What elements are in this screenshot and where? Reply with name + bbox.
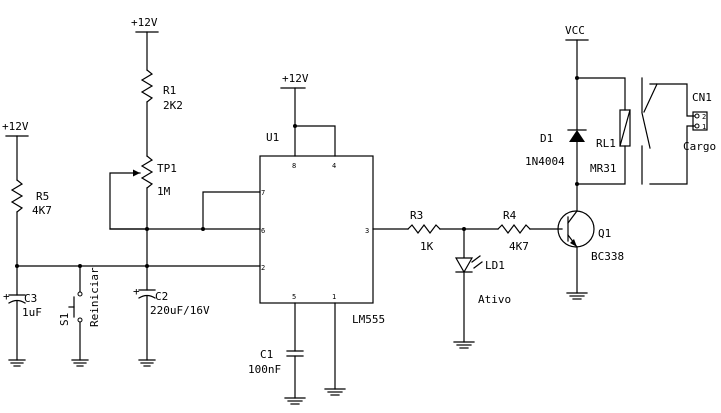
vplus-top-label: +12V xyxy=(131,16,158,29)
r3-value: 1K xyxy=(420,240,434,253)
q1-transistor xyxy=(557,183,595,300)
vplus-left-label: +12V xyxy=(2,120,29,133)
d1-ref: D1 xyxy=(540,132,553,145)
junction-dot xyxy=(15,264,19,268)
r5-resistor xyxy=(10,179,24,213)
rl1-ref: RL1 xyxy=(596,137,616,150)
tp1-potentiometer xyxy=(140,155,154,189)
r4-resistor xyxy=(497,224,531,234)
u1-ic xyxy=(16,87,409,396)
u1-pin-5: 5 xyxy=(292,293,296,301)
r4-value: 4K7 xyxy=(509,240,529,253)
junction-dot xyxy=(145,227,149,231)
r5-value: 4K7 xyxy=(32,204,52,217)
vcc-label: VCC xyxy=(565,24,585,37)
junction-dot xyxy=(293,124,297,128)
c1-ref: C1 xyxy=(260,348,273,361)
u1-pin-2: 2 xyxy=(261,264,265,272)
q1-value: BC338 xyxy=(591,250,624,263)
tp1-value: 1M xyxy=(157,185,171,198)
c3-value: 1uF xyxy=(22,306,42,319)
c3-ref: C3 xyxy=(24,292,37,305)
s1-switch xyxy=(68,265,89,367)
u1-ref: U1 xyxy=(266,131,279,144)
junction-dot xyxy=(575,76,579,80)
c2-polarity: + xyxy=(133,285,140,298)
junction-dot xyxy=(462,227,466,231)
u1-pin-7: 7 xyxy=(261,189,265,197)
r1-ref: R1 xyxy=(163,84,176,97)
rl1-value: MR31 xyxy=(590,162,617,175)
r5-ref: R5 xyxy=(36,190,49,203)
r1-branch xyxy=(109,31,159,291)
junction-dot xyxy=(575,182,579,186)
c2-value: 220uF/16V xyxy=(150,304,210,317)
r3-ref: R3 xyxy=(410,209,423,222)
r1-value: 2K2 xyxy=(163,99,183,112)
cn1-connector xyxy=(649,83,708,185)
u1-value: LM555 xyxy=(352,313,385,326)
junction-dot xyxy=(201,227,205,231)
rl1-coil xyxy=(619,109,631,147)
s1-ref: S1 xyxy=(58,313,71,326)
junction-dot xyxy=(145,264,149,268)
q1-ref: Q1 xyxy=(598,227,611,240)
ld1-value: Ativo xyxy=(478,293,511,306)
cn1-pin-1: 1 xyxy=(702,123,706,131)
c3-polarity: + xyxy=(3,290,10,303)
u1-pin-6: 6 xyxy=(261,227,265,235)
cn1-value: Cargo xyxy=(683,140,716,153)
c1-value: 100nF xyxy=(248,363,281,376)
r5-c3-branch xyxy=(5,135,29,367)
r4-ref: R4 xyxy=(503,209,517,222)
output-network xyxy=(407,224,563,349)
ld1-ref: LD1 xyxy=(485,259,505,272)
c1-capacitor xyxy=(284,350,306,405)
c2-capacitor xyxy=(138,289,156,367)
cn1-pin-2: 2 xyxy=(702,113,706,121)
u1-pin-4: 4 xyxy=(332,162,336,170)
s1-value: Reiniciar xyxy=(88,267,101,327)
junction-dot xyxy=(78,264,82,268)
d1-value: 1N4004 xyxy=(525,155,565,168)
tp1-ref: TP1 xyxy=(157,162,177,175)
r1-resistor xyxy=(140,69,154,103)
relay-driver xyxy=(565,39,658,185)
r3-resistor xyxy=(407,224,441,234)
u1-pin-1: 1 xyxy=(332,293,336,301)
vplus-ic-label: +12V xyxy=(282,72,309,85)
cn1-ref: CN1 xyxy=(692,91,712,104)
u1-pin-3: 3 xyxy=(365,227,369,235)
u1-pin-8: 8 xyxy=(292,162,296,170)
c2-ref: C2 xyxy=(155,290,168,303)
